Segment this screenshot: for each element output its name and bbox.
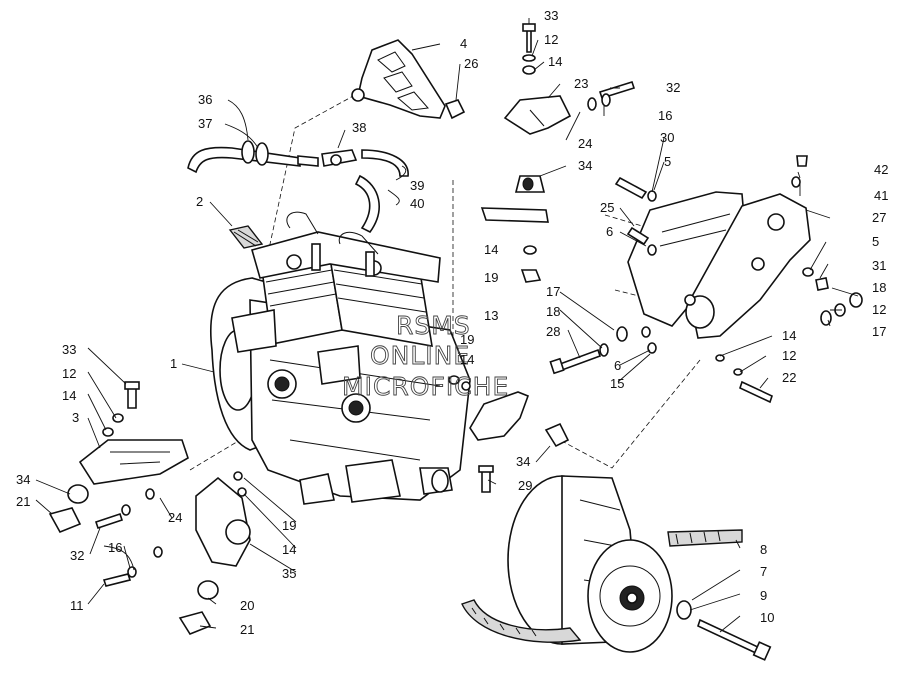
- callout-label: 22: [782, 370, 796, 385]
- callout-label: 14: [460, 352, 474, 367]
- callout-label: 1: [170, 356, 177, 371]
- callout-label: 25: [600, 200, 614, 215]
- callout-label: 11: [70, 598, 84, 613]
- right-mount-bracket[interactable]: [684, 193, 811, 339]
- plug-part-26[interactable]: [444, 99, 466, 120]
- callout-label: 16: [658, 108, 672, 123]
- callout-label: 15: [610, 376, 624, 391]
- callout-label: 12: [544, 32, 558, 47]
- callout-label: 27: [872, 210, 886, 225]
- callout-label: 34: [578, 158, 592, 173]
- callout-label: 19: [460, 332, 474, 347]
- callout-label: 42: [874, 162, 888, 177]
- callout-label: 5: [872, 234, 879, 249]
- watermark-line-1: RSMS: [396, 311, 471, 340]
- callout-label: 10: [760, 610, 774, 625]
- callout-label: 41: [874, 188, 888, 203]
- callout-label: 38: [352, 120, 366, 135]
- callout-label: 14: [548, 54, 562, 69]
- callout-label: 26: [464, 56, 478, 71]
- callout-label: 14: [782, 328, 796, 343]
- drive-clutch-part[interactable]: [507, 475, 673, 653]
- callout-label: 16: [108, 540, 122, 555]
- callout-label: 29: [518, 478, 532, 493]
- watermark: RSMS ONLINE MICROFICHE: [342, 311, 509, 402]
- callout-label: 34: [16, 472, 30, 487]
- callout-label: 19: [484, 270, 498, 285]
- callout-label: 14: [484, 242, 498, 257]
- callout-label: 39: [410, 178, 424, 193]
- callout-leader-lines: [35, 18, 859, 633]
- callout-label: 33: [62, 342, 76, 357]
- callout-label: 32: [666, 80, 680, 95]
- callout-label: 37: [198, 116, 212, 131]
- callout-label: 5: [664, 154, 671, 169]
- callout-label: 14: [62, 388, 76, 403]
- callout-label: 3: [72, 410, 79, 425]
- callout-label: 4: [460, 36, 467, 51]
- callout-label: 28: [546, 324, 560, 339]
- callout-label: 2: [196, 194, 203, 209]
- drive-belt-part[interactable]: [461, 529, 743, 643]
- callout-label: 21: [240, 622, 254, 637]
- callout-label: 9: [760, 588, 767, 603]
- callout-label: 34: [516, 454, 530, 469]
- callout-label: 18: [546, 304, 560, 319]
- callout-label: 6: [606, 224, 613, 239]
- callout-label: 24: [578, 136, 592, 151]
- callout-label: 12: [782, 348, 796, 363]
- callout-label: 31: [872, 258, 886, 273]
- hose-assembly[interactable]: [187, 140, 409, 234]
- callout-label: 12: [872, 302, 886, 317]
- callout-label: 30: [660, 130, 674, 145]
- callout-label: 23: [574, 76, 588, 91]
- callout-label: 6: [614, 358, 621, 373]
- clutch-bolt-hardware[interactable]: [676, 600, 772, 661]
- callout-label: 7: [760, 564, 767, 579]
- callout-label: 8: [760, 542, 767, 557]
- callout-label: 12: [62, 366, 76, 381]
- callout-label: 40: [410, 196, 424, 211]
- left-lower-mount[interactable]: [94, 471, 251, 635]
- bolt-32-washer-16[interactable]: [587, 81, 636, 111]
- watermark-line-2: ONLINE: [370, 341, 470, 370]
- callout-label: 24: [168, 510, 182, 525]
- callout-label: 17: [546, 284, 560, 299]
- left-front-mount[interactable]: [48, 381, 189, 534]
- center-mount-bracket[interactable]: [448, 375, 570, 493]
- callout-labels: 33 12 14 23 32 16 24 34 4 26 36 37 38 39…: [16, 8, 888, 637]
- watermark-line-3: MICROFICHE: [342, 372, 509, 401]
- bolt-28-washers[interactable]: [549, 326, 657, 375]
- callout-label: 35: [282, 566, 296, 581]
- callout-label: 32: [70, 548, 84, 563]
- callout-label: 13: [484, 308, 498, 323]
- callout-label: 17: [872, 324, 886, 339]
- callout-label: 18: [872, 280, 886, 295]
- callout-label: 19: [282, 518, 296, 533]
- callout-label: 21: [16, 494, 30, 509]
- upper-mount-stack[interactable]: [480, 23, 572, 283]
- callout-label: 14: [282, 542, 296, 557]
- gasket-part-2[interactable]: [228, 225, 264, 249]
- engine-block-part[interactable]: [210, 211, 471, 505]
- callout-label: 33: [544, 8, 558, 23]
- callout-label: 20: [240, 598, 254, 613]
- head-cover-part[interactable]: [351, 39, 446, 119]
- bracket-hardware[interactable]: [614, 155, 863, 404]
- callout-label: 36: [198, 92, 212, 107]
